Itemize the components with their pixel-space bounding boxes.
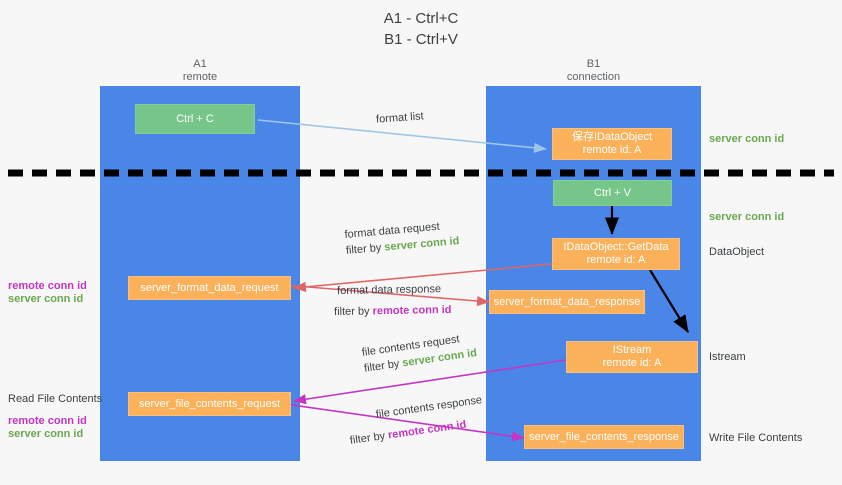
node-server-format-data-response[interactable]: server_format_data_response: [489, 290, 645, 314]
column-header-b1-role: connection: [566, 71, 621, 83]
node-server-file-contents-request[interactable]: server_file_contents_request: [128, 392, 291, 416]
arrow-getdata-to-istream: [649, 269, 689, 333]
annotation-dataobject: DataObject: [709, 245, 764, 259]
column-header-b1: B1 connection: [486, 58, 701, 84]
node-idataobject-getdata[interactable]: IDataObject::GetData remote id: A: [552, 238, 680, 270]
annotation-read-file-contents: Read File Contents: [8, 392, 102, 406]
node-server-file-contents-response-label: server_file_contents_response: [529, 430, 679, 443]
edge-label-format-list-text: format list: [375, 110, 425, 126]
filter-prefix: filter by: [345, 241, 385, 257]
annotation-server-conn-id-2: server conn id: [8, 427, 83, 441]
diagram-title-line1: A1 - Ctrl+C: [383, 10, 459, 27]
column-header-a1-role: remote: [182, 71, 218, 83]
annotation-server-conn-id-mid: server conn id: [709, 210, 784, 224]
annotation-server-conn-id-1: server conn id: [8, 292, 83, 306]
annotation-read-file-contents-text: Read File Contents: [8, 393, 103, 405]
arrow-format-data-request: [293, 263, 553, 292]
edge-label-format-data-response-title: format data response: [337, 283, 442, 297]
node-server-file-contents-response[interactable]: server_file_contents_response: [524, 425, 684, 449]
annotation-remote-conn-id-2-text: remote conn id: [8, 415, 87, 427]
node-ctrl-v-label: Ctrl + V: [594, 186, 631, 199]
node-ctrl-v[interactable]: Ctrl + V: [553, 180, 672, 206]
node-istream-line2: remote id: A: [602, 357, 662, 369]
arrow-file-contents-request: [293, 359, 567, 405]
node-save-idataobject[interactable]: 保存IDataObject remote id: A: [552, 128, 672, 160]
annotation-server-conn-id-top-text: server conn id: [709, 133, 785, 145]
annotation-istream-text: Istream: [709, 351, 746, 363]
node-idataobject-getdata-line1: IDataObject::GetData: [563, 241, 669, 253]
annotation-server-conn-id-mid-text: server conn id: [709, 211, 785, 223]
node-server-format-data-response-label: server_format_data_response: [493, 295, 641, 308]
edge-label-format-data-response: format data response: [337, 282, 441, 298]
filter-prefix: filter by: [334, 305, 373, 318]
filter-value-remote-conn-id: remote conn id: [372, 303, 452, 318]
annotation-write-file-contents-text: Write File Contents: [709, 432, 803, 444]
node-istream[interactable]: IStream remote id: A: [566, 341, 698, 373]
column-header-b1-name: B1: [586, 58, 601, 70]
column-header-a1-name: A1: [193, 58, 207, 70]
node-ctrl-c-label: Ctrl + C: [176, 112, 214, 125]
annotation-server-conn-id-top: server conn id: [709, 132, 784, 146]
annotation-write-file-contents: Write File Contents: [709, 431, 802, 445]
annotation-remote-conn-id-1: remote conn id: [8, 279, 87, 293]
annotation-remote-conn-id-1-text: remote conn id: [8, 280, 87, 292]
annotation-dataobject-text: DataObject: [709, 246, 765, 258]
node-idataobject-getdata-line2: remote id: A: [586, 254, 646, 266]
diagram-title-line2: B1 - Ctrl+V: [384, 31, 458, 48]
node-server-format-data-request-label: server_format_data_request: [140, 281, 279, 294]
node-save-idataobject-line2: remote id: A: [582, 144, 642, 156]
diagram-title: A1 - Ctrl+C B1 - Ctrl+V: [0, 8, 842, 50]
annotation-remote-conn-id-2: remote conn id: [8, 414, 87, 428]
node-ctrl-c[interactable]: Ctrl + C: [135, 104, 255, 134]
edge-label-format-data-response-filter: filter by remote conn id: [334, 303, 452, 319]
arrow-format-list: [257, 119, 547, 153]
annotation-server-conn-id-2-text: server conn id: [8, 428, 84, 440]
node-save-idataobject-line1: 保存IDataObject: [571, 131, 653, 143]
column-header-a1: A1 remote: [100, 58, 300, 84]
node-server-file-contents-request-label: server_file_contents_request: [138, 397, 281, 410]
node-istream-line1: IStream: [612, 344, 652, 356]
annotation-istream: Istream: [709, 350, 746, 364]
annotation-server-conn-id-1-text: server conn id: [8, 293, 84, 305]
node-server-format-data-request[interactable]: server_format_data_request: [128, 276, 291, 300]
